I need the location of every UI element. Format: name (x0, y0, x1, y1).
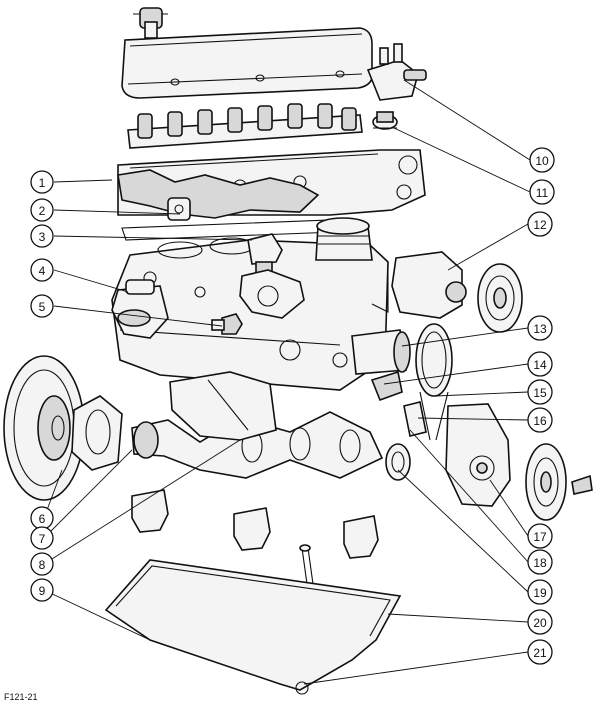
callout-label: 11 (536, 186, 549, 200)
callout-label: 9 (39, 584, 46, 598)
callout-17: 17 (527, 523, 553, 549)
callout-label: 6 (39, 512, 46, 526)
callout-12: 12 (527, 211, 553, 237)
flywheel (3, 355, 85, 501)
callout-label: 20 (533, 616, 547, 630)
thermostat (372, 111, 398, 130)
callout-label: 15 (533, 386, 547, 400)
callout-15: 15 (527, 379, 553, 405)
crankshaft-pulley (525, 443, 567, 521)
water-pump (391, 251, 467, 319)
callout-label: 3 (39, 230, 46, 244)
callout-label: 5 (39, 300, 46, 314)
head-gasket (121, 219, 337, 241)
timing-cover (445, 403, 511, 507)
callout-3: 3 (30, 224, 54, 248)
callout-label: 19 (533, 586, 547, 600)
camshaft-gear (351, 329, 411, 375)
thermostat-housing (366, 43, 427, 101)
callout-label: 14 (533, 358, 547, 372)
callout-label: 18 (533, 556, 547, 570)
rear-seal-housing (71, 395, 123, 471)
callout-label: 2 (39, 204, 46, 218)
leader-lines (43, 79, 531, 685)
water-pump-pulley (477, 263, 523, 333)
rocker-shaft-assembly (127, 103, 363, 149)
callout-8: 8 (30, 552, 54, 576)
callout-10: 10 (529, 147, 555, 173)
callout-13: 13 (527, 315, 553, 341)
callout-6: 6 (30, 506, 54, 530)
distributor (239, 233, 305, 319)
callout-label: 13 (533, 322, 547, 336)
callout-14: 14 (527, 351, 553, 377)
connecting-rod (169, 371, 277, 441)
callout-18: 18 (527, 549, 553, 575)
callout-19: 19 (527, 579, 553, 605)
callout-label: 17 (533, 530, 547, 544)
callout-5: 5 (30, 294, 54, 318)
cylinder-block (111, 237, 389, 391)
callout-label: 16 (533, 414, 547, 428)
callout-label: 10 (535, 154, 549, 168)
callout-label: 7 (39, 532, 46, 546)
chain-tensioner (370, 370, 427, 437)
callout-label: 1 (39, 176, 46, 190)
callout-label: 21 (533, 646, 547, 660)
oil-filler-cap (133, 7, 168, 39)
callout-7: 7 (30, 526, 54, 550)
pulley-bolt (571, 474, 593, 495)
callout-21: 21 (527, 639, 553, 665)
callout-4: 4 (30, 258, 54, 282)
callout-1: 1 (30, 170, 54, 194)
callout-11: 11 (529, 179, 555, 205)
rocker-cover (121, 27, 373, 99)
callout-2: 2 (30, 198, 54, 222)
main-bearing-caps (131, 489, 379, 559)
callout-20: 20 (527, 609, 553, 635)
oil-pan (104, 559, 402, 695)
callout-9: 9 (30, 578, 54, 602)
oil-pressure-switch (211, 313, 243, 335)
exhaust-manifold (117, 169, 320, 221)
callout-16: 16 (527, 407, 553, 433)
fuel-pump (111, 279, 169, 339)
crankshaft-sprocket (385, 443, 411, 481)
figure-reference: F121-21 (4, 692, 38, 702)
callout-label: 4 (39, 264, 46, 278)
callout-label: 12 (533, 218, 547, 232)
piston (315, 217, 373, 261)
callout-label: 8 (39, 558, 46, 572)
